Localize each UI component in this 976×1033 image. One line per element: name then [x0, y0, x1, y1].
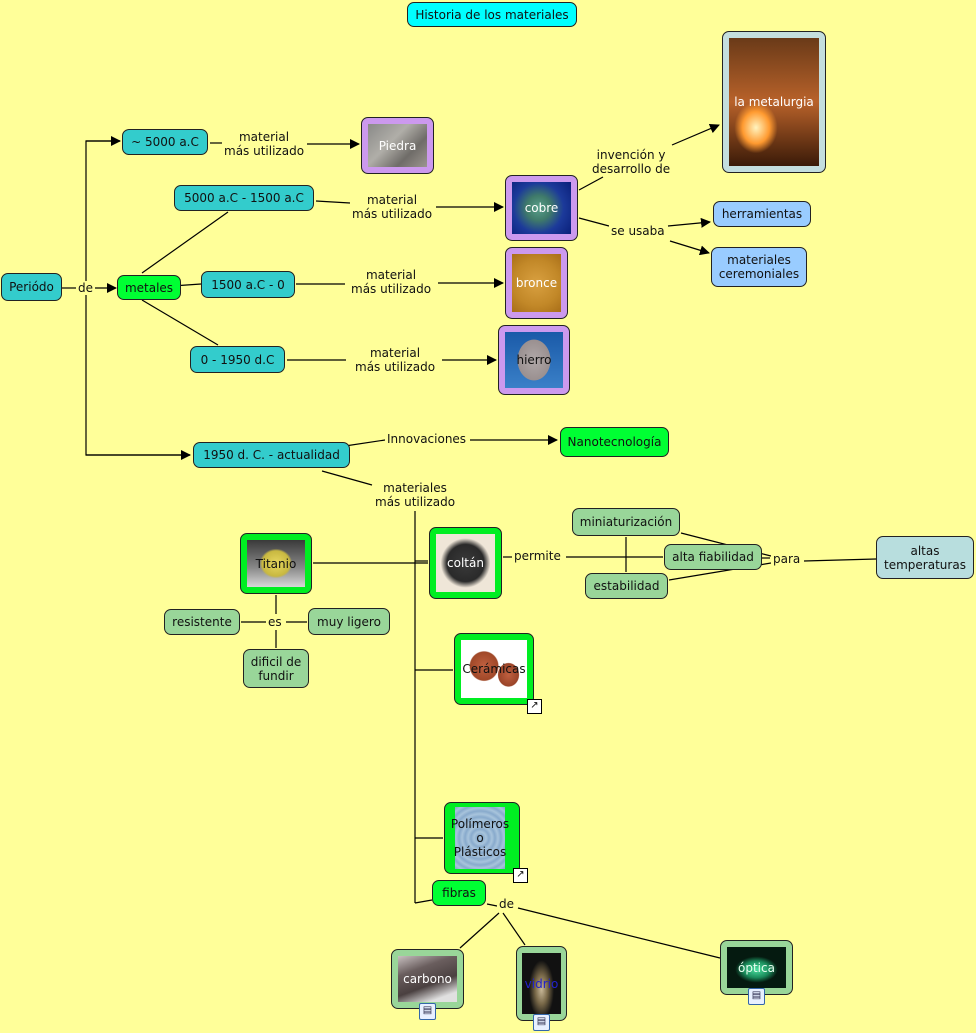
node-fibras[interactable]: fibras [432, 880, 486, 906]
document-icon[interactable]: ▤ [748, 988, 765, 1005]
node-miniaturizacion[interactable]: miniaturización [572, 508, 680, 536]
ceramicas-image: Cerámicas [461, 640, 527, 698]
link-label-para: para [771, 552, 803, 566]
node-vidrio[interactable]: vidrio [516, 946, 567, 1021]
piedra-label: Piedra [378, 138, 417, 153]
link-label-material: material más utilizado [222, 130, 307, 158]
optica-label: óptica [738, 960, 775, 975]
metalurgia-image: la metalurgia [729, 38, 819, 166]
link-label-material: material más utilizado [349, 268, 434, 296]
node-5000-1500-ac[interactable]: 5000 a.C - 1500 a.C [174, 185, 314, 211]
hierro-image: hierro [505, 332, 563, 388]
node-estabilidad[interactable]: estabilidad [585, 573, 668, 599]
node-periodo[interactable]: Periódo [1, 273, 62, 301]
carbono-image: carbono [398, 956, 457, 1002]
link-label-permite: permite [512, 549, 563, 563]
bronce-label: bronce [515, 276, 558, 290]
hierro-label: hierro [516, 353, 552, 367]
link-label-materiales-mas-utilizado: materiales más utilizado [373, 481, 458, 509]
coltan-label: coltán [447, 556, 484, 570]
node-metalurgia[interactable]: la metalurgia [722, 31, 826, 173]
piedra-image: Piedra [368, 124, 427, 167]
node-altas-temperaturas[interactable]: altas temperaturas [876, 536, 974, 579]
node-bronce[interactable]: bronce [505, 247, 568, 319]
cobre-image: cobre [512, 182, 571, 234]
node-nanotecnologia[interactable]: Nanotecnología [560, 427, 669, 457]
bronce-image: bronce [512, 254, 561, 312]
node-metales[interactable]: metales [117, 275, 181, 300]
link-label-de: de [76, 281, 95, 295]
node-optica[interactable]: óptica [720, 940, 793, 995]
document-icon[interactable]: ▤ [533, 1014, 550, 1031]
titanio-image: Titanio [247, 540, 305, 587]
node-0-1950-dc[interactable]: 0 - 1950 d.C [190, 346, 285, 373]
external-link-icon[interactable]: ↗ [513, 868, 528, 883]
link-label-innovaciones: Innovaciones [385, 432, 469, 446]
ceramicas-label: Cerámicas [462, 662, 526, 676]
node-herramientas[interactable]: herramientas [713, 201, 811, 227]
node-cobre[interactable]: cobre [505, 175, 578, 241]
node-titanio[interactable]: Titanio [240, 533, 312, 594]
polimeros-image: Polímeros o Plásticos [451, 807, 509, 869]
node-ceramicas[interactable]: Cerámicas [454, 633, 534, 705]
node-muy-ligero[interactable]: muy ligero [308, 608, 390, 635]
vidrio-label: vidrio [524, 976, 559, 991]
node-1950-actualidad[interactable]: 1950 d. C. - actualidad [193, 442, 350, 468]
node-5000-ac[interactable]: ~ 5000 a.C [122, 129, 208, 155]
coltan-image: coltán [436, 534, 495, 592]
node-piedra[interactable]: Piedra [361, 117, 434, 174]
cobre-label: cobre [524, 201, 559, 215]
polimeros-label: Polímeros o Plásticos [450, 817, 510, 859]
node-hierro[interactable]: hierro [498, 325, 570, 395]
carbono-label: carbono [403, 972, 452, 986]
link-label-material: material más utilizado [350, 193, 435, 221]
node-polimeros[interactable]: Polímeros o Plásticos [444, 802, 520, 874]
map-title[interactable]: Historia de los materiales [407, 2, 577, 27]
node-resistente[interactable]: resistente [164, 609, 240, 635]
node-alta-fiabilidad[interactable]: alta fiabilidad [664, 544, 762, 570]
link-label-se-usaba: se usaba [609, 224, 667, 238]
node-coltan[interactable]: coltán [429, 527, 502, 599]
link-label-de: de [497, 897, 516, 911]
node-dificil-de-fundir[interactable]: dificil de fundir [243, 649, 309, 688]
node-materiales-ceremoniales[interactable]: materiales ceremoniales [711, 247, 807, 287]
titanio-label: Titanio [255, 556, 297, 571]
optica-image: óptica [727, 947, 786, 988]
link-label-es: es [266, 615, 284, 629]
link-label-invencion: invención y desarrollo de [590, 148, 673, 176]
node-1500-ac-0[interactable]: 1500 a.C - 0 [201, 271, 295, 298]
link-label-material: material más utilizado [353, 346, 438, 374]
document-icon[interactable]: ▤ [419, 1003, 436, 1020]
metalurgia-label: la metalurgia [734, 95, 814, 109]
node-carbono[interactable]: carbono [391, 949, 464, 1009]
external-link-icon[interactable]: ↗ [527, 699, 542, 714]
vidrio-image: vidrio [522, 953, 561, 1014]
